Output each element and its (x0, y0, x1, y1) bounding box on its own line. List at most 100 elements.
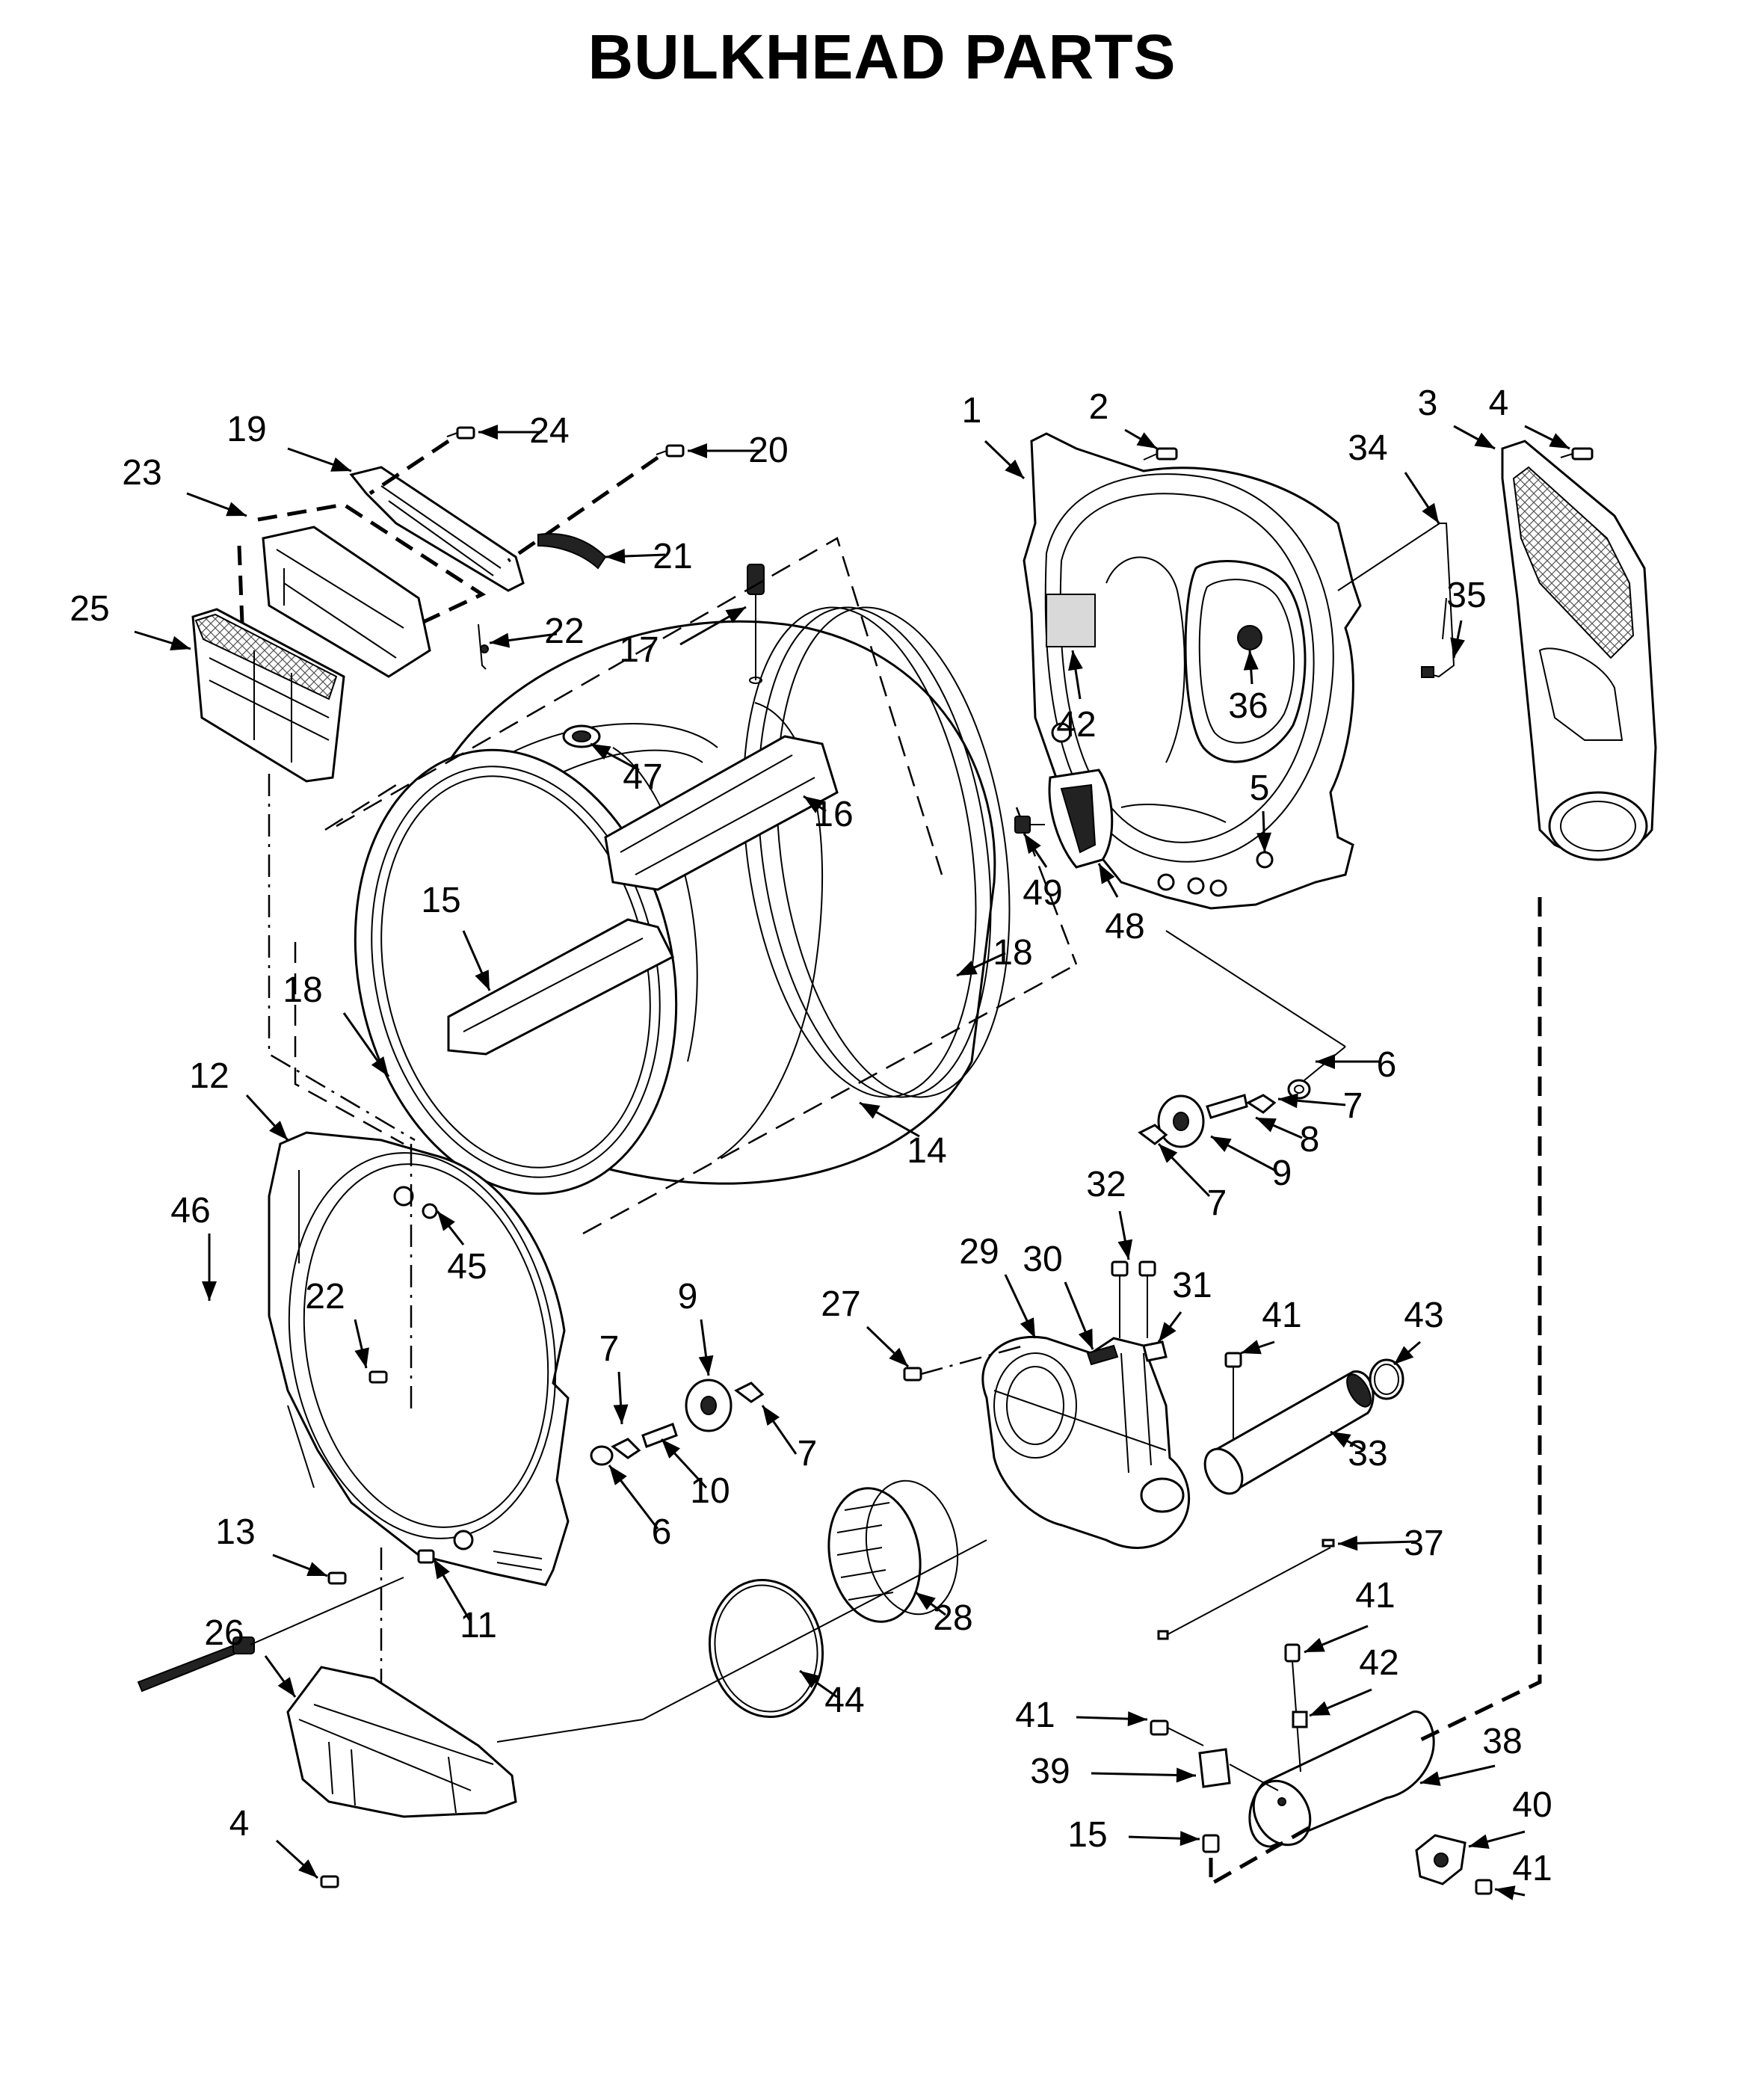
part-number-label: 23 (122, 453, 161, 493)
part-number-label: 41 (1015, 1696, 1055, 1735)
arrowhead (1420, 1771, 1441, 1786)
arrowhead (330, 457, 351, 472)
arrowhead (1394, 1346, 1414, 1364)
callout-c41a: 41 (1240, 1296, 1302, 1355)
callout-c40: 40 (1468, 1785, 1552, 1849)
callout-c43: 43 (1393, 1296, 1444, 1366)
arrowhead (1078, 1328, 1093, 1349)
part-number-label: 5 (1250, 769, 1270, 808)
arrowhead (475, 970, 490, 991)
drum (294, 537, 1078, 1235)
arrowhead (1316, 1054, 1335, 1069)
arrowhead (1136, 432, 1157, 449)
rear-bulkhead (1014, 432, 1362, 910)
arrowhead (1256, 832, 1272, 852)
arrowhead (605, 549, 626, 564)
part-number-label: 9 (1272, 1154, 1292, 1193)
callout-c18a: 18 (283, 970, 390, 1077)
arrowhead (170, 635, 191, 650)
part-number-label: 6 (1377, 1045, 1397, 1085)
callout-c17: 17 (619, 606, 747, 670)
callout-c16: 16 (803, 795, 854, 834)
part-number-label: 10 (690, 1471, 730, 1511)
callout-c34: 34 (1348, 428, 1440, 524)
arrowhead (916, 1592, 936, 1610)
part-number-label: 16 (813, 795, 853, 834)
arrowhead (1127, 1711, 1147, 1727)
callout-c18b: 18 (956, 933, 1033, 977)
arrowhead (1338, 1536, 1358, 1551)
part-number-label: 11 (460, 1606, 497, 1645)
part-number-label: 42 (1056, 705, 1096, 745)
callout-c7d: 7 (761, 1405, 817, 1474)
arrowhead (1159, 1322, 1176, 1342)
part-number-label: 37 (1404, 1524, 1443, 1563)
arrowhead (957, 961, 978, 976)
callout-c6a: 6 (1316, 1045, 1396, 1085)
callout-c10: 10 (660, 1438, 730, 1511)
arrowhead (762, 1405, 780, 1426)
callout-c45: 45 (436, 1210, 487, 1287)
arrowhead (478, 425, 498, 440)
callout-c15b: 15 (1067, 1815, 1200, 1855)
arrowhead (1549, 433, 1570, 449)
arrowhead (1469, 1834, 1490, 1849)
callout-c11: 11 (432, 1558, 497, 1645)
callout-c26: 26 (204, 1613, 297, 1698)
part-number-label: 3 (1418, 384, 1438, 423)
part-number-label: 19 (226, 410, 266, 449)
callout-c47: 47 (590, 742, 663, 797)
part-number-label: 41 (1512, 1849, 1552, 1888)
part-number-label: 35 (1446, 576, 1486, 615)
arrowhead (889, 1347, 908, 1367)
arrowhead (226, 502, 247, 517)
drum-support-rollers (327, 930, 1346, 1585)
arrowhead (277, 1677, 295, 1697)
callout-c13: 13 (215, 1512, 328, 1577)
callout-c20: 20 (688, 431, 789, 470)
part-number-label: 20 (748, 431, 788, 470)
part-number-label: 34 (1348, 428, 1387, 468)
callout-c29: 29 (959, 1232, 1037, 1339)
arrowhead (354, 1347, 369, 1368)
part-number-label: 14 (907, 1131, 946, 1171)
part-number-label: 15 (421, 881, 460, 920)
part-number-label: 7 (1207, 1183, 1227, 1223)
callout-c35: 35 (1446, 576, 1487, 659)
part-number-label: 21 (653, 537, 692, 576)
callout-c46: 46 (170, 1191, 217, 1301)
part-number-label: 4 (1489, 384, 1509, 423)
part-number-label: 45 (447, 1247, 487, 1287)
callout-c12: 12 (189, 1056, 289, 1142)
arrowhead (688, 443, 707, 458)
arrowhead (371, 1056, 389, 1077)
lint-screen-housing (191, 426, 685, 1142)
arrowhead (1005, 459, 1024, 478)
part-number-label: 7 (1343, 1086, 1363, 1126)
arrowhead (1024, 834, 1041, 854)
blower-housing (496, 1260, 1191, 1743)
arrowhead (1159, 1144, 1178, 1163)
arrowhead (1422, 502, 1439, 523)
callout-c6b: 6 (608, 1465, 671, 1552)
part-number-label: 4 (229, 1804, 250, 1844)
arrowhead (1310, 1701, 1330, 1716)
part-number-label: 29 (959, 1232, 999, 1272)
callout-c23: 23 (122, 453, 247, 517)
arrowhead (609, 1465, 627, 1485)
arrowhead (1117, 1239, 1133, 1260)
part-number-label: 7 (599, 1329, 620, 1369)
callout-c33: 33 (1330, 1430, 1388, 1474)
part-number-label: 32 (1086, 1165, 1126, 1204)
arrowhead (1068, 650, 1083, 671)
callout-c22a: 22 (489, 612, 585, 651)
callout-c22b: 22 (305, 1277, 369, 1369)
callout-c49: 49 (1023, 833, 1063, 913)
part-number-label: 25 (70, 589, 109, 629)
callout-c37: 37 (1337, 1524, 1444, 1563)
part-number-label: 26 (204, 1613, 244, 1653)
callout-c1: 1 (962, 391, 1026, 480)
part-number-label: 48 (1105, 907, 1144, 946)
